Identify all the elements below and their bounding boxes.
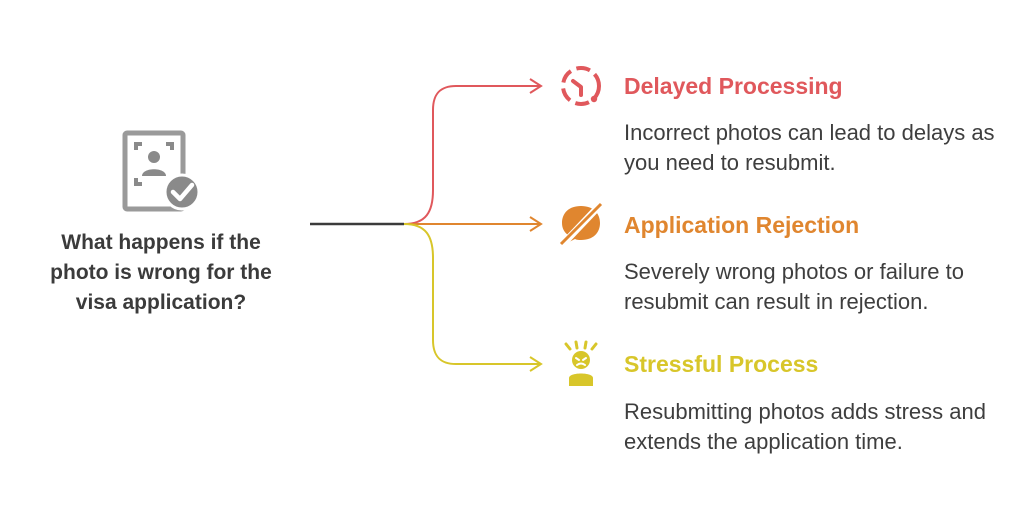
photo-id-check-icon <box>120 128 206 214</box>
outcome-title-rejection: Application Rejection <box>624 212 860 238</box>
arrow-delayed <box>529 78 543 94</box>
branch-stress <box>403 223 540 365</box>
outcome-desc-rejection: Severely wrong photos or failure to resu… <box>624 259 964 314</box>
outcome-title-delayed: Delayed Processing <box>624 73 843 99</box>
branch-delayed <box>403 85 540 225</box>
clock-delay-icon <box>557 62 605 110</box>
arrow-rejection <box>529 216 543 232</box>
question-text: What happens if the photo is wrong for t… <box>50 231 272 314</box>
arrow-stress <box>529 356 543 372</box>
outcome-title-stress: Stressful Process <box>624 351 819 377</box>
outcome-desc-stress: Resubmitting photos adds stress and exte… <box>624 399 986 454</box>
stressed-person-icon <box>557 340 605 388</box>
rejected-speech-bubble-icon <box>557 200 605 248</box>
outcome-desc-delayed: Incorrect photos can lead to delays as y… <box>624 120 995 175</box>
